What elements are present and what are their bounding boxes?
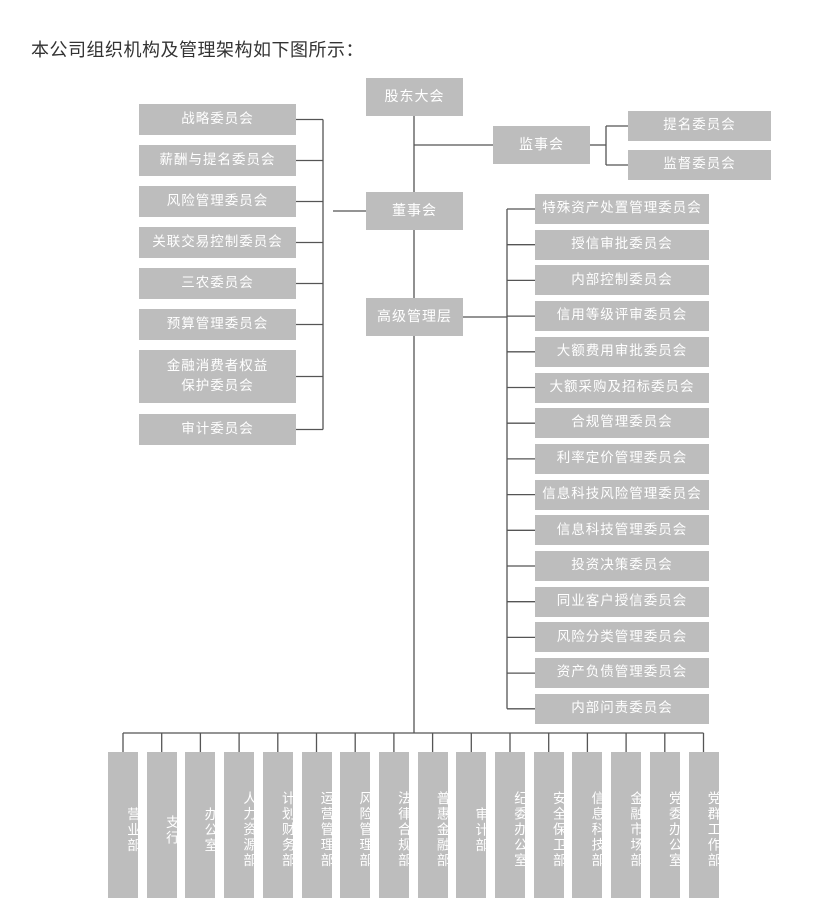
department-box: 党群工作部 (688, 752, 721, 898)
management-committee-box: 内部问责委员会 (535, 693, 709, 724)
management-committee-box: 特殊资产处置管理委员会 (535, 194, 709, 224)
board-committee-box: 预算管理委员会 (139, 309, 296, 340)
page-caption: 本公司组织机构及管理架构如下图所示： (31, 40, 364, 61)
department-box: 营业部 (108, 752, 140, 898)
management-committee-box: 信息科技风险管理委员会 (535, 479, 709, 510)
shareholders-meeting-box: 股东大会 (366, 78, 463, 116)
supervisory-committee-box: 监督委员会 (628, 150, 771, 180)
department-box: 审计部 (456, 752, 488, 898)
management-committee-box: 利率定价管理委员会 (535, 443, 709, 474)
department-box: 党委办公室 (649, 752, 682, 898)
management-committee-box: 授信审批委员会 (535, 229, 709, 260)
management-committee-box: 大额费用审批委员会 (535, 336, 709, 367)
management-committee-box: 资产负债管理委员会 (535, 658, 709, 689)
board-committee-box: 三农委员会 (139, 268, 296, 299)
department-box: 运营管理部 (301, 752, 334, 898)
management-committee-box: 投资决策委员会 (535, 551, 709, 581)
department-box: 金融市场部 (611, 752, 643, 898)
senior-management-box: 高级管理层 (366, 298, 463, 336)
management-committee-box: 大额采购及招标委员会 (535, 372, 709, 403)
department-box: 计划财务部 (262, 752, 295, 898)
board-box: 董事会 (366, 192, 463, 230)
board-committee-box: 金融消费者权益 保护委员会 (139, 350, 296, 403)
department-box: 风险管理部 (340, 752, 372, 898)
department-box: 纪委办公室 (495, 752, 527, 898)
board-committee-box: 审计委员会 (139, 414, 296, 445)
department-box: 安全保卫部 (533, 752, 566, 898)
management-committee-box: 内部控制委员会 (535, 265, 709, 296)
board-committee-box: 战略委员会 (139, 104, 296, 135)
supervisory-board-box: 监事会 (493, 126, 590, 164)
board-committee-box: 关联交易控制委员会 (139, 227, 296, 258)
board-committee-box: 薪酬与提名委员会 (139, 145, 296, 176)
management-committee-box: 信息科技管理委员会 (535, 515, 709, 546)
management-committee-box: 信用等级评审委员会 (535, 301, 709, 332)
management-committee-box: 合规管理委员会 (535, 408, 709, 439)
department-box: 法律合规部 (378, 752, 411, 898)
management-committee-box: 同业客户授信委员会 (535, 586, 709, 617)
management-committee-box: 风险分类管理委员会 (535, 622, 709, 653)
board-committee-box: 风险管理委员会 (139, 186, 296, 217)
department-box: 办公室 (185, 752, 217, 898)
department-box: 信息科技部 (572, 752, 604, 898)
department-box: 支行 (146, 752, 179, 898)
department-box: 人力资源部 (224, 752, 256, 898)
department-box: 普惠金融部 (417, 752, 450, 898)
supervisory-committee-box: 提名委员会 (628, 111, 771, 141)
